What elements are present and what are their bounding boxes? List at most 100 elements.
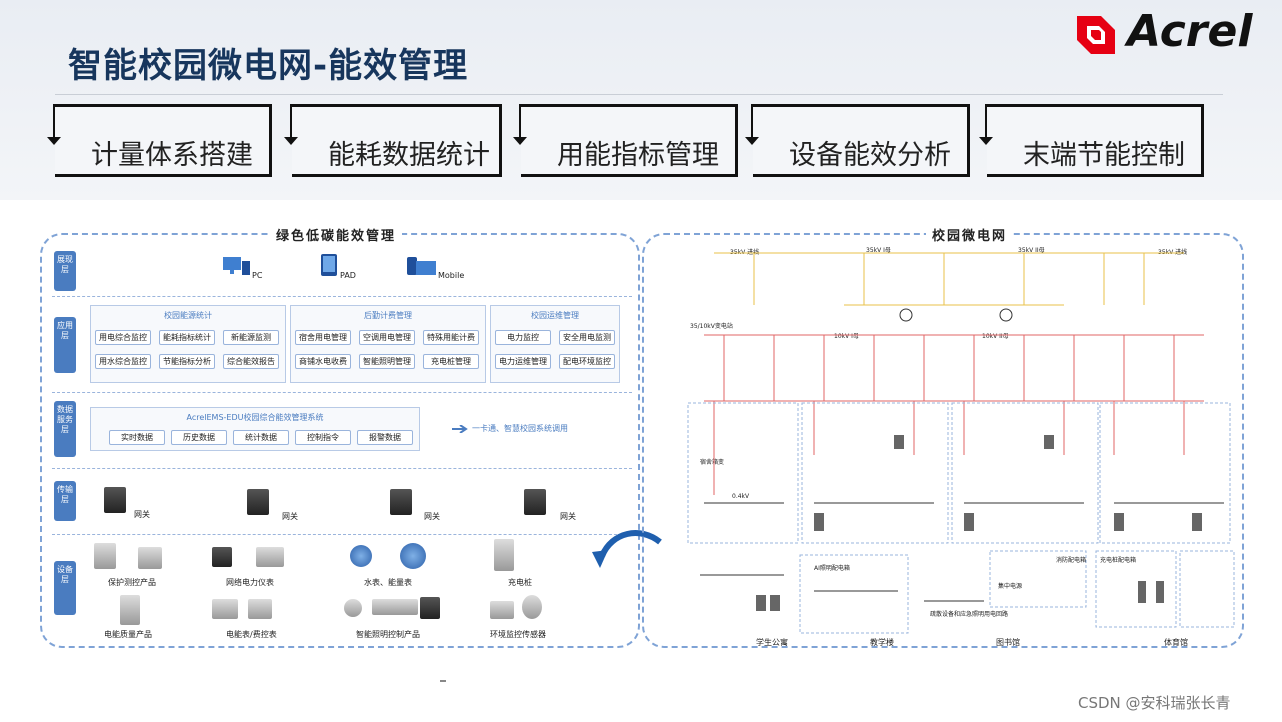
display-item: Mobile bbox=[438, 271, 465, 280]
single-line-diagram bbox=[687, 252, 1235, 634]
tab-label: 用能指标管理 bbox=[557, 140, 719, 171]
tab-energy-indicators[interactable]: 用能指标管理 bbox=[513, 104, 738, 177]
gateway-label: 网关 bbox=[282, 512, 298, 521]
group-campus-operation: 校园运维管理 电力监控 安全用电监测 电力运维管理 配电环境监控 bbox=[490, 305, 620, 383]
gateway-label: 网关 bbox=[424, 512, 440, 521]
device-label: 环境监控传感器 bbox=[490, 630, 546, 639]
integration-note: 一卡通、智慧校园系统调用 bbox=[472, 424, 568, 433]
power-meter-icon bbox=[256, 547, 284, 567]
lighting-sensor-icon bbox=[344, 599, 362, 617]
arrow-down-icon bbox=[284, 137, 298, 145]
bus-label: 10kV I母 bbox=[834, 333, 859, 340]
environment-sensor-icon bbox=[490, 601, 514, 619]
tab-terminal-control[interactable]: 末端节能控制 bbox=[979, 104, 1204, 177]
app-chip[interactable]: 节能指标分析 bbox=[159, 354, 215, 369]
data-service-layer bbox=[52, 393, 632, 469]
protection-device-icon bbox=[94, 543, 116, 569]
sub-label: 充电桩配电箱 bbox=[1100, 557, 1137, 564]
voltage-label: 0.4kV bbox=[732, 493, 750, 500]
app-chip[interactable]: 商铺水电收费 bbox=[295, 354, 351, 369]
area-label: 教学楼 bbox=[870, 638, 894, 647]
energy-management-panel: 绿色低碳能效管理 展现层 PC PAD Mobile 应用层 校园能源统计 用电… bbox=[40, 225, 640, 648]
page-title: 智能校园微电网-能效管理 bbox=[68, 46, 469, 86]
app-chip[interactable]: 能耗指标统计 bbox=[159, 330, 215, 345]
app-chip[interactable]: 电力监控 bbox=[495, 330, 551, 345]
data-chip[interactable]: 统计数据 bbox=[233, 430, 289, 445]
arrow-down-icon bbox=[513, 137, 527, 145]
feeder-label: 35kV I母 bbox=[866, 247, 891, 254]
area-label: 体育馆 bbox=[1164, 638, 1188, 647]
app-chip[interactable]: 宿舍用电管理 bbox=[295, 330, 351, 345]
device-label: 电能质量产品 bbox=[104, 630, 152, 639]
group-title: 校园运维管理 bbox=[531, 311, 579, 320]
layer-label: 数据服务层 bbox=[54, 401, 76, 457]
gateway-device-icon bbox=[247, 489, 269, 515]
data-chip[interactable]: 历史数据 bbox=[171, 430, 227, 445]
data-chip[interactable]: 报警数据 bbox=[357, 430, 413, 445]
prepaid-meter-icon bbox=[248, 599, 272, 619]
app-chip[interactable]: 电力运维管理 bbox=[495, 354, 551, 369]
app-chip[interactable]: 特殊用能计费 bbox=[423, 330, 479, 345]
sub-label: 集中电源 bbox=[998, 583, 1023, 590]
area-label: 学生公寓 bbox=[756, 638, 788, 647]
arrow-down-icon bbox=[47, 137, 61, 145]
sub-label: AI照明配电箱 bbox=[814, 565, 850, 572]
tab-energy-statistics[interactable]: 能耗数据统计 bbox=[284, 104, 502, 177]
watermark: CSDN @安科瑞张长青 bbox=[1078, 694, 1231, 712]
gateway-label: 网关 bbox=[560, 512, 576, 521]
arrow-down-icon bbox=[745, 137, 759, 145]
mobile-icon bbox=[407, 257, 436, 275]
device-label: 水表、能量表 bbox=[364, 578, 412, 587]
ems-system-box: AcrelEMS-EDU校园综合能效管理系统 实时数据 历史数据 统计数据 控制… bbox=[90, 407, 420, 451]
panel-title: 绿色低碳能效管理 bbox=[270, 225, 403, 244]
device-label: 充电桩 bbox=[508, 578, 532, 587]
tab-metering-system[interactable]: 计量体系搭建 bbox=[47, 104, 272, 177]
data-chip[interactable]: 实时数据 bbox=[109, 430, 165, 445]
device-label: 网络电力仪表 bbox=[226, 578, 274, 587]
gateway-device-icon bbox=[390, 489, 412, 515]
tablet-icon bbox=[321, 254, 337, 276]
tab-equipment-analysis[interactable]: 设备能效分析 bbox=[745, 104, 970, 177]
sub-label: 疏散设备和应急照明用电回路 bbox=[930, 611, 1009, 618]
transport-layer bbox=[52, 469, 632, 535]
app-chip[interactable]: 智能照明管理 bbox=[359, 354, 415, 369]
tab-label: 计量体系搭建 bbox=[91, 140, 253, 171]
app-chip[interactable]: 新能源监测 bbox=[223, 330, 279, 345]
app-chip[interactable]: 充电桩管理 bbox=[423, 354, 479, 369]
electric-meter-icon bbox=[212, 599, 238, 619]
curved-arrow-icon bbox=[592, 530, 662, 568]
app-chip[interactable]: 空调用电管理 bbox=[359, 330, 415, 345]
bus-label: 35/10kV变电站 bbox=[690, 323, 733, 330]
protection-device-icon bbox=[138, 547, 162, 569]
acrel-logo: Acrel bbox=[1075, 6, 1275, 60]
app-chip[interactable]: 配电环境监控 bbox=[559, 354, 615, 369]
water-meter-icon bbox=[350, 545, 372, 567]
sub-label: 消防配电箱 bbox=[1056, 557, 1087, 564]
data-chip[interactable]: 控制指令 bbox=[295, 430, 351, 445]
tab-label: 设备能效分析 bbox=[789, 140, 951, 171]
header-divider bbox=[55, 94, 1223, 95]
power-meter-icon bbox=[212, 547, 232, 567]
app-chip[interactable]: 用水综合监控 bbox=[95, 354, 151, 369]
gateway-device-icon bbox=[524, 489, 546, 515]
layer-label: 应用层 bbox=[54, 317, 76, 373]
layer-label: 传输层 bbox=[54, 481, 76, 521]
app-chip[interactable]: 综合能效报告 bbox=[223, 354, 279, 369]
campus-microgrid-panel: 校园微电网 35kV 进线 35kV I母 35kV II母 35kV 进线 3… bbox=[642, 225, 1244, 648]
charging-pile-icon bbox=[494, 539, 514, 571]
application-layer bbox=[52, 297, 632, 393]
slide-marker bbox=[440, 680, 446, 682]
bus-label: 10kV II母 bbox=[982, 333, 1009, 340]
device-label: 智能照明控制产品 bbox=[356, 630, 420, 639]
lighting-module-icon bbox=[372, 599, 418, 615]
layer-label: 展现层 bbox=[54, 251, 76, 291]
system-name: AcrelEMS-EDU校园综合能效管理系统 bbox=[186, 413, 324, 422]
gateway-device-icon bbox=[104, 487, 126, 513]
app-chip[interactable]: 安全用电监测 bbox=[559, 330, 615, 345]
camera-icon bbox=[522, 595, 542, 619]
pc-icon bbox=[223, 257, 250, 275]
tab-label: 末端节能控制 bbox=[1023, 140, 1185, 171]
app-chip[interactable]: 用电综合监控 bbox=[95, 330, 151, 345]
power-quality-device-icon bbox=[120, 595, 140, 625]
gateway-label: 网关 bbox=[134, 510, 150, 519]
